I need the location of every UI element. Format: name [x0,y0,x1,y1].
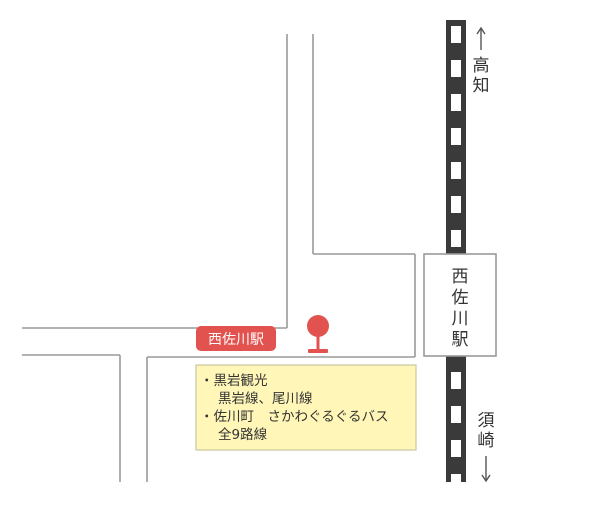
station-building [423,253,497,357]
route-info-bg [195,364,417,451]
railway-tie [451,372,461,389]
railway-ties [451,26,461,482]
railway-tie [451,128,461,145]
south-direction: 須 崎 [478,411,495,483]
north-destination-char: 知 [473,76,490,96]
railway-tie [451,230,461,247]
railway-tie [451,162,461,179]
south-destination-char: 崎 [478,431,495,451]
railway-tie [451,474,461,482]
bus-stop-pin-icon [307,315,329,353]
arrow-down-icon [481,456,491,483]
route-info-line-1: ・黒岩観光 [200,372,268,389]
arrow-up-icon [476,26,486,50]
station-name-char: 駅 [452,330,469,350]
bus-stop-label-text: 西佐川駅 [208,332,264,348]
railway-tie [451,60,461,77]
bus-stop-label: 西佐川駅 [196,326,276,351]
south-destination-char: 須 [478,411,495,431]
north-destination-char: 高 [473,56,490,76]
south-destination: 須 崎 [478,411,495,451]
route-info-line-4: 全9路線 [218,426,268,443]
station-name: 西 佐 川 駅 [452,267,469,350]
route-info-line-2: 黒岩線、尾川線 [218,391,313,407]
railway-tie [451,196,461,213]
railway-tie [451,26,461,43]
north-direction: 高 知 [473,26,490,96]
railway-tie [451,440,461,457]
bus-stop-label-bg [196,326,276,351]
north-destination: 高 知 [473,56,490,96]
railway [446,20,466,482]
station-name-char: 川 [452,309,469,329]
roads [22,34,416,482]
route-info-box: ・黒岩観光 黒岩線、尾川線 ・佐川町 さかわぐるぐるバス 全9路線 [195,364,417,451]
railway-tie [451,94,461,111]
station-name-char: 西 [452,267,469,287]
railway-tie [451,406,461,423]
route-info-line-3: ・佐川町 さかわぐるぐるバス [200,409,388,425]
station-name-char: 佐 [452,288,469,308]
